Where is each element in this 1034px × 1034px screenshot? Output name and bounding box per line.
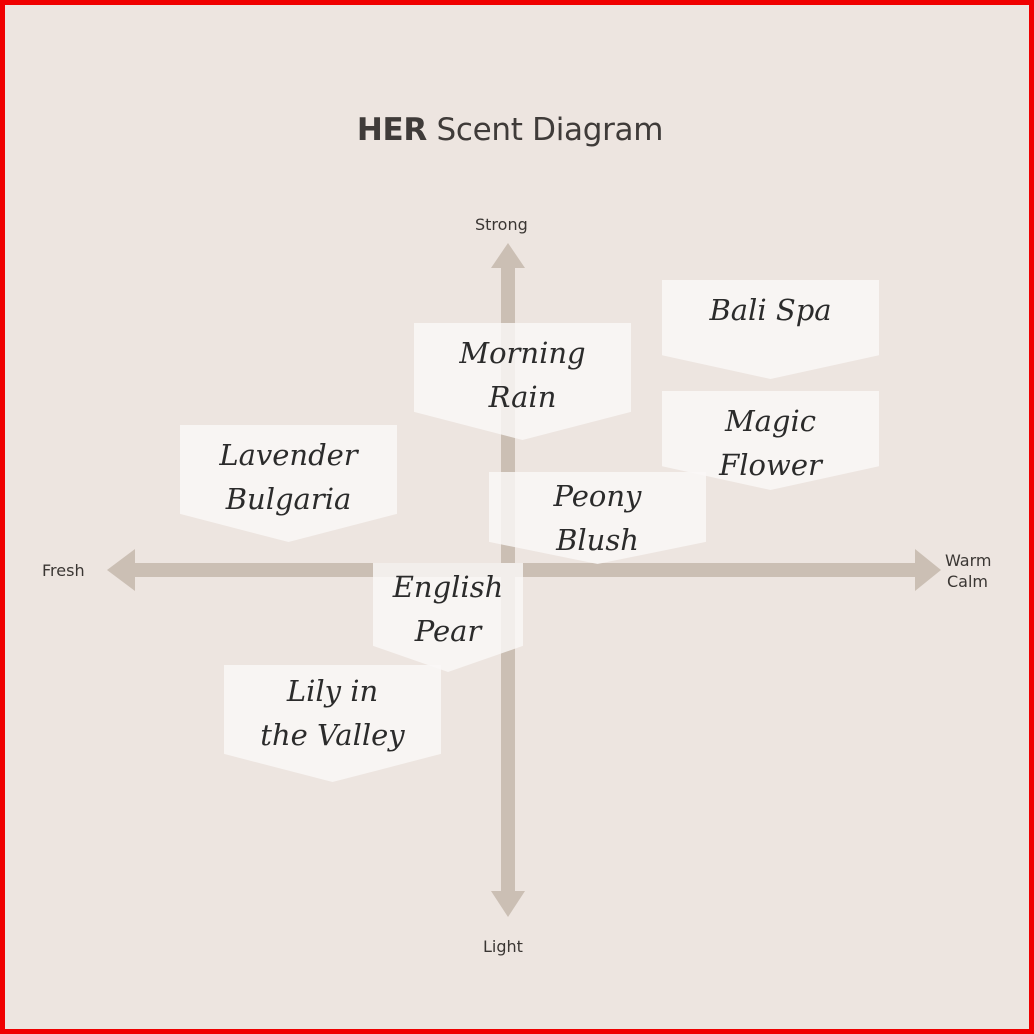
- scent-line-1: English: [392, 570, 504, 604]
- scent-line-1: Morning: [459, 336, 586, 370]
- scent-tag-english-pear: English Pear: [373, 563, 523, 672]
- axis-label-calm: Calm: [947, 572, 989, 591]
- arrow-right-icon: [915, 549, 941, 591]
- scent-tag-morning-rain: Morning Rain: [414, 323, 631, 440]
- arrow-down-icon: [491, 891, 525, 917]
- scent-tag-bali-spa: Bali Spa: [662, 280, 879, 379]
- axis-label-warm-calm: Warm Calm: [945, 550, 991, 592]
- arrow-left-icon: [107, 549, 135, 591]
- scent-line-2: Flower: [719, 448, 822, 482]
- scent-line-2: Blush: [556, 523, 639, 557]
- scent-line-1: Bali Spa: [709, 293, 832, 327]
- axis-label-light: Light: [483, 937, 523, 956]
- axis-label-fresh: Fresh: [42, 561, 85, 580]
- scent-line-1: Lavender: [219, 438, 358, 472]
- arrow-up-icon: [491, 243, 525, 268]
- title-rest: Scent Diagram: [426, 112, 664, 148]
- diagram-title: HER Scent Diagram: [5, 112, 1015, 148]
- axis-label-strong: Strong: [475, 215, 528, 234]
- scent-line-1: Peony: [553, 479, 642, 513]
- scent-tag-lily-in-the-valley: Lily in the Valley: [224, 665, 441, 782]
- scent-line-2: Rain: [488, 380, 557, 414]
- scent-line-2: the Valley: [260, 718, 405, 752]
- axis-label-warm: Warm: [945, 551, 992, 570]
- scent-line-1: Magic: [724, 404, 817, 438]
- scent-line-2: Pear: [414, 614, 482, 648]
- scent-line-1: Lily in: [286, 674, 379, 708]
- scent-tag-lavender-bulgaria: Lavender Bulgaria: [180, 425, 397, 542]
- title-bold: HER: [356, 112, 427, 148]
- scent-tag-peony-blush: Peony Blush: [489, 472, 706, 564]
- scent-line-2: Bulgaria: [225, 482, 352, 516]
